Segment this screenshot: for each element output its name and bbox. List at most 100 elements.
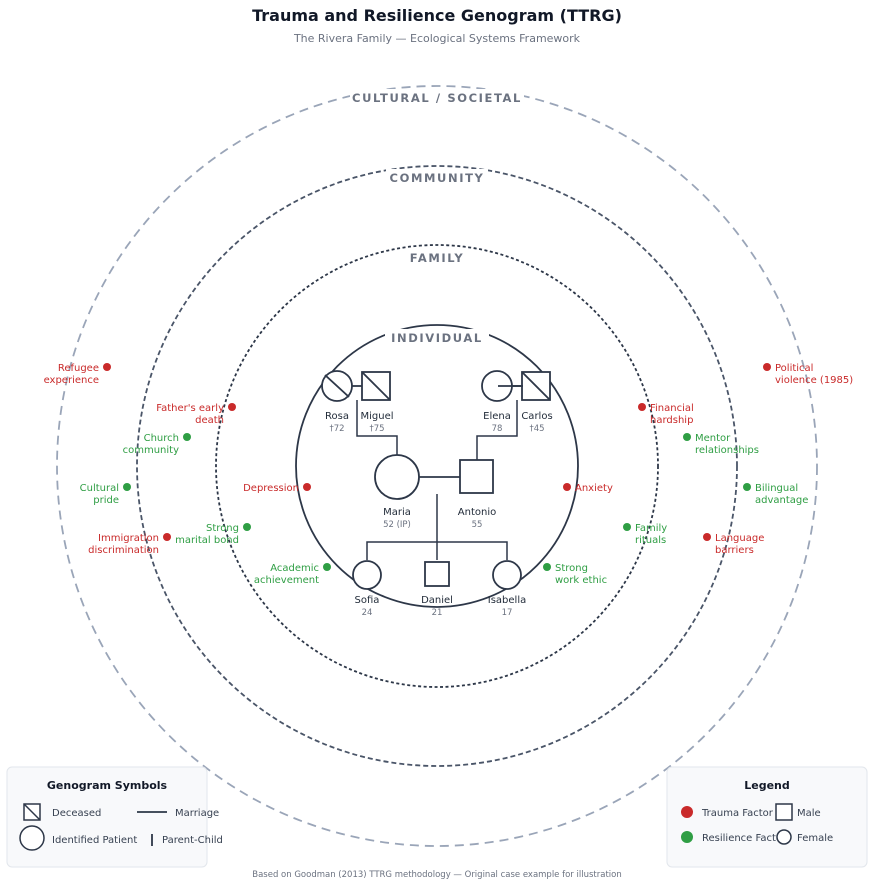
svg-text:Anxiety: Anxiety	[575, 483, 613, 494]
antonio-symbol	[459, 459, 494, 494]
svg-text:Family: Family	[635, 523, 667, 534]
cultural-label-bg	[350, 89, 524, 105]
svg-text:Language: Language	[715, 533, 764, 544]
resilience-factor-cultural-pride: Cultural pride	[80, 483, 131, 506]
isabella-name: Isabella	[488, 595, 526, 606]
resilience-factor-academic-achievement: Academic achievement	[254, 563, 331, 586]
trauma-factor-language-barriers: Language barriers	[703, 533, 764, 556]
elena-age: 78	[492, 424, 503, 434]
individual-ring	[295, 324, 579, 608]
identified-patient-label: Identified Patient	[52, 835, 137, 846]
footnote: Based on Goodman (2013) TTRG methodology…	[252, 870, 621, 880]
carlos-age: †45	[529, 424, 544, 434]
svg-text:Depression: Depression	[243, 483, 299, 494]
female-label: Female	[797, 833, 833, 844]
maria-name: Maria	[383, 507, 411, 518]
family-ring-label: FAMILY	[410, 251, 465, 265]
genogram-symbols-legend: Genogram Symbols Deceased Marriage Ident…	[6, 766, 223, 868]
svg-text:discrimination: discrimination	[88, 545, 159, 556]
svg-text:Refugee: Refugee	[58, 363, 99, 374]
symbols-legend-title: Genogram Symbols	[47, 779, 168, 792]
svg-text:Strong: Strong	[555, 563, 588, 574]
daniel-symbol	[424, 561, 450, 587]
resilience-factor-mentor-relationships: Mentor relationships	[683, 433, 759, 456]
antonio-name: Antonio	[458, 507, 496, 518]
svg-text:Immigration: Immigration	[98, 533, 159, 544]
maria-age: 52 (IP)	[383, 520, 411, 530]
female-circle-icon	[776, 829, 792, 845]
svg-text:Church: Church	[144, 433, 179, 444]
svg-text:death: death	[195, 415, 224, 426]
svg-text:work ethic: work ethic	[555, 575, 607, 586]
maria-identified-patient-symbol	[374, 454, 420, 500]
resilience-factor-strong-marital-bond: Strong marital bond	[175, 523, 251, 546]
community-label-bg	[386, 169, 488, 185]
individual-ring-label: INDIVIDUAL	[391, 331, 483, 345]
carlos-symbol	[521, 371, 551, 401]
svg-text:rituals: rituals	[635, 535, 666, 546]
svg-text:Political: Political	[775, 363, 813, 374]
cultural-ring	[56, 85, 818, 847]
elena-name: Elena	[483, 411, 511, 422]
parent-child-label: Parent-Child	[162, 835, 223, 846]
svg-text:achievement: achievement	[254, 575, 319, 586]
deceased-symbol-icon	[23, 803, 41, 821]
carlos-name: Carlos	[521, 411, 552, 422]
resilience-factor-strong-work-ethic: Strong work ethic	[543, 563, 607, 586]
svg-text:Cultural: Cultural	[80, 483, 119, 494]
marriage-label: Marriage	[175, 808, 219, 819]
cultural-ring-label: CULTURAL / SOCIETAL	[352, 91, 522, 105]
community-ring	[136, 165, 738, 767]
svg-text:Strong: Strong	[206, 523, 239, 534]
elena-carlos-to-antonio-line	[476, 400, 518, 460]
community-ring-label: COMMUNITY	[390, 171, 485, 185]
trauma-factor-financial-hardship: Financial hardship	[638, 403, 694, 426]
miguel-symbol	[361, 371, 391, 401]
resilience-factor-bilingual-advantage: Bilingual advantage	[743, 483, 808, 506]
rosa-name: Rosa	[325, 411, 349, 422]
svg-text:community: community	[123, 445, 179, 456]
male-label: Male	[797, 808, 821, 819]
family-label-bg	[405, 249, 469, 265]
resilience-factor-label: Resilience Factor	[702, 833, 787, 844]
svg-text:pride: pride	[93, 495, 119, 506]
trauma-factor-anxiety: Anxiety	[563, 483, 613, 494]
miguel-name: Miguel	[360, 411, 393, 422]
miguel-age: †75	[369, 424, 384, 434]
daniel-name: Daniel	[421, 595, 453, 606]
trauma-factor-political-violence: Political violence (1985)	[763, 363, 853, 386]
svg-text:Father's early: Father's early	[156, 403, 224, 414]
rosa-miguel-to-maria-line	[356, 400, 398, 456]
trauma-factor-immigration-discrimination: Immigration discrimination	[88, 533, 171, 556]
sofia-name: Sofia	[355, 595, 380, 606]
svg-text:barriers: barriers	[715, 545, 754, 556]
trauma-factor-refugee-experience: Refugee experience	[44, 363, 111, 386]
sibling-line	[366, 541, 508, 560]
svg-text:violence (1985): violence (1985)	[775, 375, 853, 386]
sofia-age: 24	[362, 608, 373, 618]
trauma-dot-icon	[681, 806, 693, 818]
svg-text:advantage: advantage	[755, 495, 808, 506]
rosa-symbol	[321, 370, 353, 402]
antonio-age: 55	[472, 520, 483, 530]
resilience-factor-family-rituals: Family rituals	[623, 523, 667, 546]
daniel-age: 21	[432, 608, 443, 618]
sofia-symbol	[352, 560, 382, 590]
svg-text:marital bond: marital bond	[175, 535, 239, 546]
isabella-age: 17	[502, 608, 513, 618]
family-ring	[215, 244, 659, 688]
isabella-symbol	[492, 560, 522, 590]
diagram-subtitle: The Rivera Family — Ecological Systems F…	[293, 32, 581, 45]
trauma-factor-fathers-early-death: Father's early death	[156, 403, 236, 426]
factor-legend: Legend Trauma Factor Male Resilience Fac…	[666, 766, 868, 868]
rosa-age: †72	[329, 424, 344, 434]
svg-text:Mentor: Mentor	[695, 433, 731, 444]
trauma-factor-depression: Depression	[243, 483, 311, 494]
trauma-factor-label: Trauma Factor	[701, 808, 774, 819]
individual-label-bg	[385, 329, 489, 345]
male-square-icon	[775, 803, 793, 821]
identified-patient-icon	[19, 825, 45, 851]
diagram-title: Trauma and Resilience Genogram (TTRG)	[252, 6, 622, 25]
svg-text:Bilingual: Bilingual	[755, 483, 798, 494]
legend-title: Legend	[744, 779, 790, 792]
